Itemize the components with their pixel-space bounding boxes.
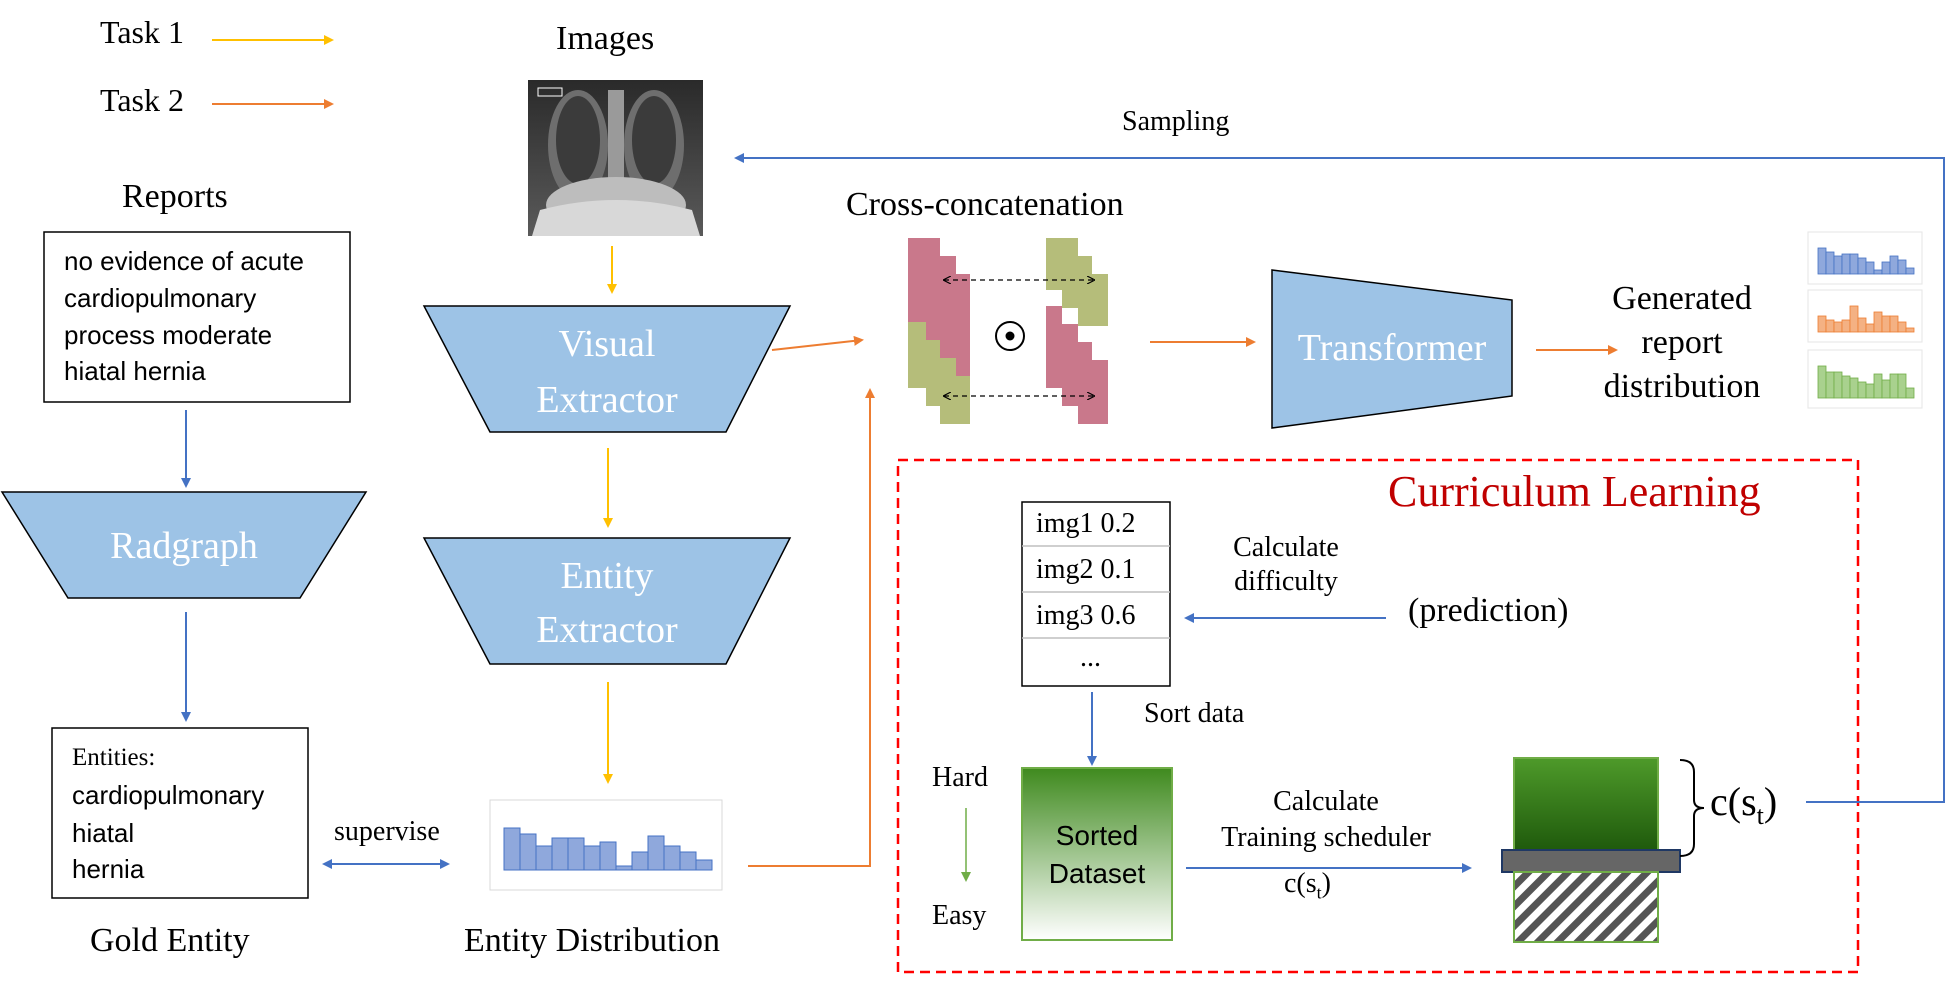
images-title: Images (556, 20, 655, 57)
table-row-4: ... (1080, 642, 1101, 673)
report-line-1: no evidence of acute (64, 246, 304, 276)
generated-line-1: Generated (1612, 280, 1752, 317)
reports-box (43, 231, 351, 403)
cs-close-large: ) (1763, 779, 1778, 824)
sampling-label: Sampling (1122, 106, 1230, 137)
sorted-dataset-label-1: Sorted (1055, 820, 1139, 851)
scheduler-brace (1679, 759, 1705, 857)
entity-extractor-shape (422, 537, 792, 665)
calc-difficulty-line-2: difficulty (1234, 566, 1338, 597)
xray-image (528, 80, 703, 236)
cs-sub-small: t (1316, 882, 1322, 903)
gold-entity-line-3: hiatal (72, 818, 135, 848)
transformer-label: Transformer (1297, 327, 1487, 369)
generated-chart-orange (1807, 289, 1923, 343)
gold-entity-box (51, 727, 309, 899)
generated-chart-green (1807, 349, 1923, 409)
radgraph-label: Radgraph (110, 525, 258, 567)
cs-base-large: c(s (1710, 779, 1757, 824)
transformer-shape (1271, 269, 1513, 429)
report-line-4: hiatal hernia (64, 356, 206, 386)
legend-task1-label: Task 1 (100, 14, 184, 50)
gold-entity-line-4: hernia (72, 854, 145, 884)
sampling-arrow (734, 153, 1945, 803)
table-row-1: img1 0.2 (1036, 508, 1136, 539)
calc-scheduler-line-2: Training scheduler (1221, 822, 1431, 853)
sorted-dataset-label-2: Dataset (1048, 858, 1146, 889)
cs-close-small: ) (1321, 868, 1331, 899)
report-line-3: process moderate (64, 320, 273, 350)
sort-data-label: Sort data (1144, 698, 1245, 729)
entity-extractor-label-1: Entity (560, 555, 654, 597)
gold-entity-caption: Gold Entity (90, 922, 250, 959)
cs-base-small: c(s (1284, 868, 1317, 899)
hard-label: Hard (932, 762, 988, 793)
arrow-distribution-to-concat (748, 388, 875, 867)
entity-distribution-chart (489, 799, 723, 891)
cs-large-label: c(st) (1710, 778, 1777, 831)
easy-label: Easy (932, 900, 987, 931)
table-row-2: img2 0.1 (1036, 554, 1136, 585)
report-line-2: cardiopulmonary (64, 283, 257, 313)
visual-extractor-label-2: Extractor (536, 379, 678, 421)
entity-distribution-caption: Entity Distribution (464, 922, 720, 959)
table-row-3: img3 0.6 (1036, 600, 1136, 631)
sorted-dataset-box (1021, 767, 1173, 941)
arrow-visual-to-concat (771, 335, 864, 351)
generated-chart-blue (1807, 231, 1923, 285)
entity-extractor-label-2: Extractor (536, 609, 678, 651)
supervise-label: supervise (334, 816, 440, 847)
gold-entity-line-1: Entities: (72, 744, 156, 771)
visual-extractor-label-1: Visual (558, 323, 656, 365)
cross-concat-left-blocks (908, 238, 970, 424)
cross-concat-title: Cross-concatenation (846, 186, 1124, 223)
curriculum-title: Curriculum Learning (1388, 467, 1761, 516)
calc-scheduler-line-3: c(st) (1284, 868, 1331, 904)
difficulty-table (1021, 501, 1171, 687)
legend-task2-label: Task 2 (100, 82, 184, 118)
calc-scheduler-line-1: Calculate (1273, 786, 1379, 817)
calc-difficulty-line-1: Calculate (1233, 532, 1339, 563)
cs-sub-large: t (1756, 801, 1764, 830)
gold-entity-line-2: cardiopulmonary (72, 780, 265, 810)
training-scheduler-graphic (1501, 757, 1681, 943)
curriculum-box (896, 458, 1860, 974)
generated-line-3: distribution (1603, 368, 1761, 405)
radgraph-shape (0, 491, 368, 599)
prediction-label: (prediction) (1408, 592, 1569, 629)
reports-title: Reports (122, 178, 228, 215)
odot-dot (1005, 331, 1015, 341)
generated-line-2: report (1641, 324, 1723, 361)
visual-extractor-shape (422, 305, 792, 433)
